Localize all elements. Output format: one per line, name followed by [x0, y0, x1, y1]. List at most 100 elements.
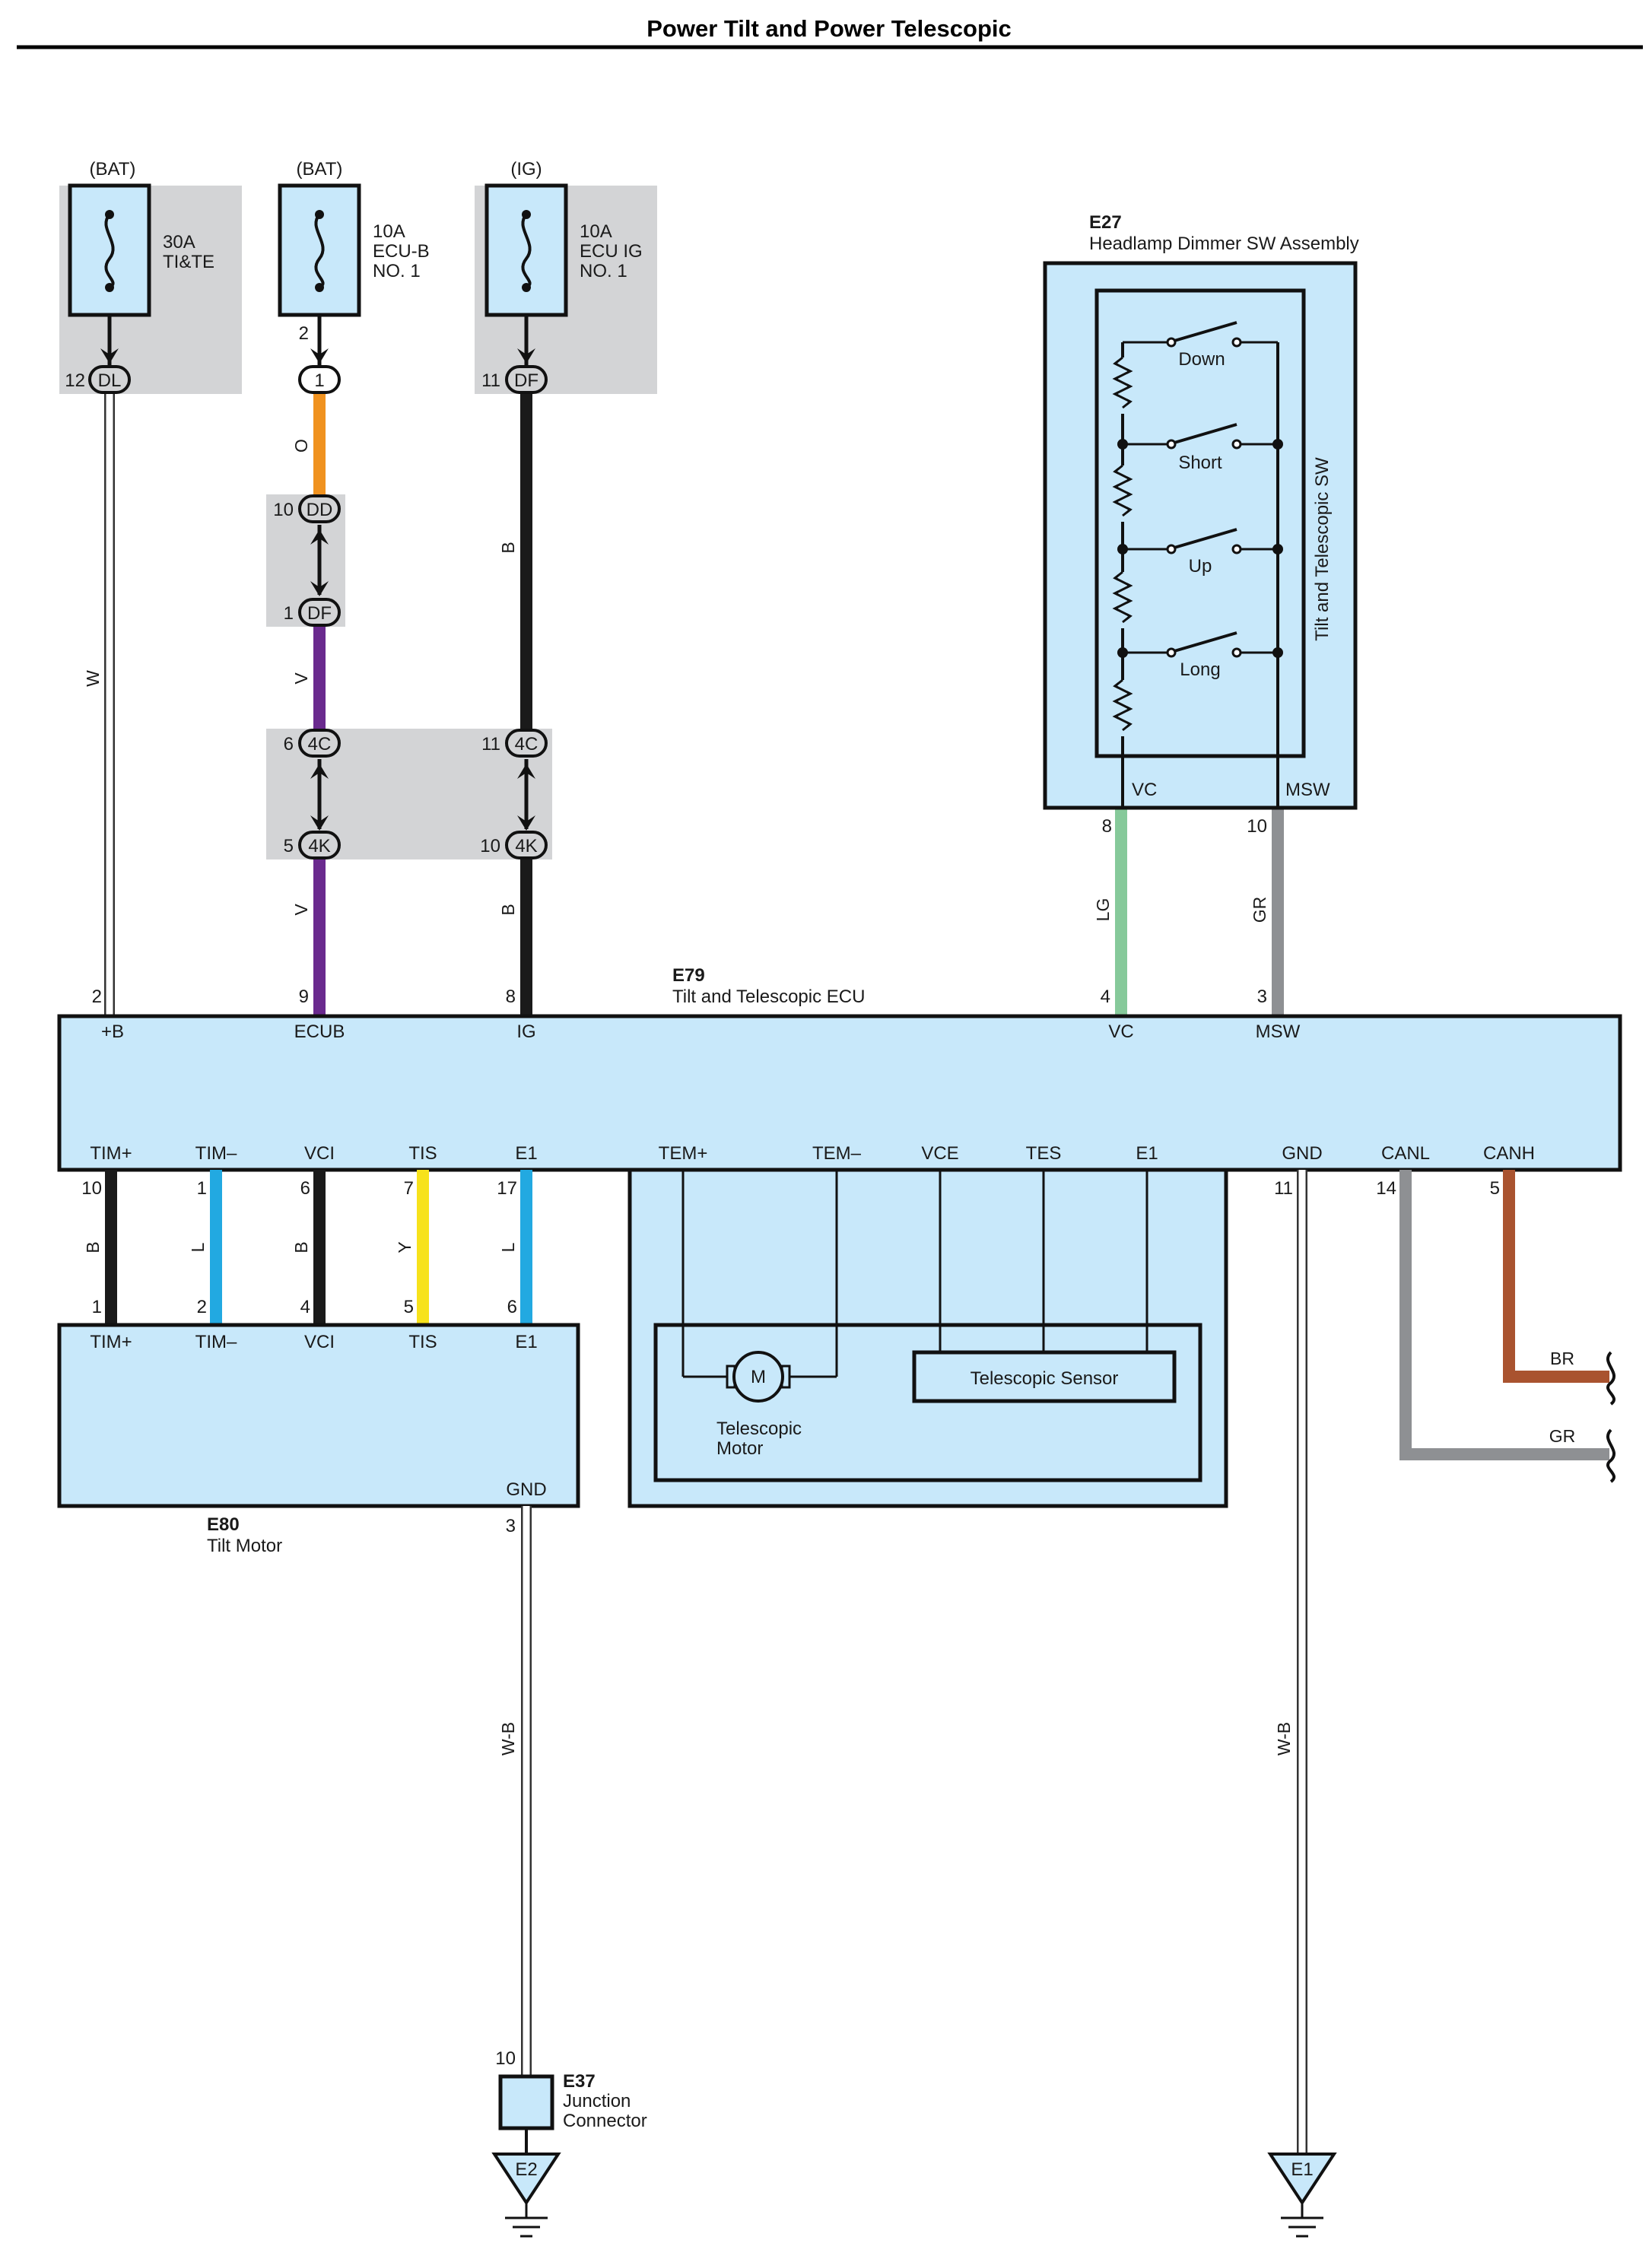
e80-gnd-pin: 3	[506, 1516, 516, 1536]
e80-pin: 1	[92, 1297, 102, 1317]
fuse-name: ECU-B	[373, 241, 430, 262]
connector-code: 4C	[308, 734, 332, 755]
connector-code: 1	[314, 370, 324, 391]
switch-short: Short	[1117, 423, 1283, 473]
wire-break-icon	[1606, 1428, 1616, 1483]
switch-label: Long	[1180, 659, 1220, 680]
e79-term-vce: VCE	[921, 1143, 958, 1164]
e37-junction-connector: 10 E37 Junction Connector	[495, 2048, 647, 2153]
e79-name: Tilt and Telescopic ECU	[672, 987, 865, 1007]
telescopic-sensor-box	[912, 1350, 1177, 1403]
e79-term-canl: CANL	[1381, 1143, 1430, 1164]
wire-label-w: W	[83, 670, 103, 687]
e79-term-ecub: ECUB	[294, 1021, 345, 1042]
fuse-body	[484, 183, 568, 317]
connector-pin: 10	[273, 500, 294, 520]
connector-4k-a: 4K 5	[284, 831, 341, 859]
e80-pin: 6	[507, 1297, 517, 1317]
connector-oval	[298, 831, 341, 859]
fuse-30a-titte: (BAT) 30A TI&TE	[68, 159, 214, 317]
wire-label-l: L	[498, 1242, 518, 1252]
wire-label-y: Y	[395, 1241, 415, 1253]
motor-icon	[732, 1351, 784, 1403]
e79-tilt-telescopic-ecu: E79 Tilt and Telescopic ECU +B 2 ECUB 9 …	[57, 965, 1622, 1172]
connector-code: DL	[98, 370, 122, 391]
ground-label: E2	[515, 2159, 537, 2180]
e27-switch-box	[1094, 288, 1306, 758]
e80-box	[57, 1323, 580, 1508]
e79-term-ig: IG	[516, 1021, 535, 1042]
fuse-name-2: NO. 1	[580, 261, 627, 281]
connector-df-mid: DF 1	[284, 598, 341, 627]
switch-down: Down	[1123, 321, 1278, 370]
e79-pin: 5	[1490, 1178, 1500, 1199]
connector-pin: 11	[481, 370, 500, 391]
connector-1: 1 2	[298, 323, 341, 394]
fuse-terminal-bottom	[105, 283, 114, 292]
e79-term-tis: TIS	[408, 1143, 437, 1164]
connector-oval	[88, 365, 131, 394]
e79-term-tes: TES	[1026, 1143, 1062, 1164]
connector-oval	[505, 831, 548, 859]
e80-pin: 5	[404, 1297, 414, 1317]
telescopic-assembly: M Telescopic Motor Telescopic Sensor	[627, 1168, 1228, 1508]
switch-long: Long	[1117, 631, 1283, 680]
e27-switch-name: Tilt and Telescopic SW	[1312, 457, 1333, 641]
e79-pin: 9	[299, 987, 309, 1007]
wire-label-b: B	[83, 1241, 103, 1253]
e79-term-gnd: GND	[1282, 1143, 1322, 1164]
e27-msw-pin: 10	[1247, 816, 1267, 837]
e37-pin: 10	[495, 2048, 516, 2069]
connector-code: 4C	[515, 734, 538, 755]
e37-name: Junction	[563, 2091, 631, 2111]
wire-label-l: L	[188, 1242, 208, 1252]
fuse-name-2: NO. 1	[373, 261, 421, 281]
connector-4k-b: 4K 10	[480, 831, 548, 859]
e79-pin: 17	[497, 1178, 517, 1199]
connector-code: DD	[307, 500, 333, 520]
e80-name: Tilt Motor	[207, 1536, 282, 1556]
fuse-supply-label: (IG)	[510, 159, 542, 180]
connector-pin: 12	[65, 370, 85, 391]
e79-term-tim-plus: TIM+	[90, 1143, 132, 1164]
connector-4c-b: 4C 11	[481, 729, 548, 758]
connector-oval	[298, 598, 341, 627]
connector-pin: 6	[284, 734, 294, 755]
connector-pin: 11	[481, 734, 500, 755]
connector-code: 4K	[515, 836, 537, 856]
connector-oval	[298, 494, 341, 523]
e27-vc-pin: 8	[1102, 816, 1112, 837]
connector-pin: 2	[299, 323, 309, 344]
wire-gray-canl	[1399, 1170, 1609, 1460]
e27-msw-terminal: MSW	[1285, 780, 1330, 800]
e27-code: E27	[1089, 212, 1122, 233]
e37-code: E37	[563, 2071, 596, 2092]
e79-term-plus-b: +B	[101, 1021, 124, 1042]
e37-name-2: Connector	[563, 2111, 647, 2131]
e80-term-e1: E1	[515, 1332, 537, 1352]
e27-name: Headlamp Dimmer SW Assembly	[1089, 234, 1359, 254]
connector-code: DF	[307, 603, 332, 624]
fuse-10a-ecuig: (IG) 10A ECU IG NO. 1	[484, 159, 643, 317]
e79-pin: 14	[1376, 1178, 1396, 1199]
e80-tilt-motor: TIM+ TIM– VCI TIS E1 GND E80 Tilt Motor …	[57, 1323, 580, 1556]
fuse-element-icon	[314, 213, 325, 289]
e79-term-tem-minus: TEM–	[812, 1143, 862, 1164]
e79-term-tem-plus: TEM+	[659, 1143, 708, 1164]
fuse-element-icon	[521, 213, 532, 289]
e79-pin: 8	[506, 987, 516, 1007]
e79-term-e1-2: E1	[1136, 1143, 1158, 1164]
e79-term-e1: E1	[515, 1143, 537, 1164]
e79-term-vc: VC	[1108, 1021, 1133, 1042]
e80-code: E80	[207, 1514, 240, 1535]
diagram-title: Power Tilt and Power Telescopic	[647, 15, 1012, 42]
fuse-rating: 10A	[580, 221, 612, 242]
e37-box	[498, 2074, 554, 2130]
fuse-supply-label: (BAT)	[90, 159, 136, 180]
fuse-terminal-bottom	[522, 283, 531, 292]
wire-label-br: BR	[1550, 1349, 1574, 1368]
wire-label-lg: LG	[1093, 898, 1113, 922]
fuse-name: ECU IG	[580, 241, 643, 262]
wire-label-o: O	[291, 439, 311, 453]
e79-pin: 4	[1101, 987, 1110, 1007]
